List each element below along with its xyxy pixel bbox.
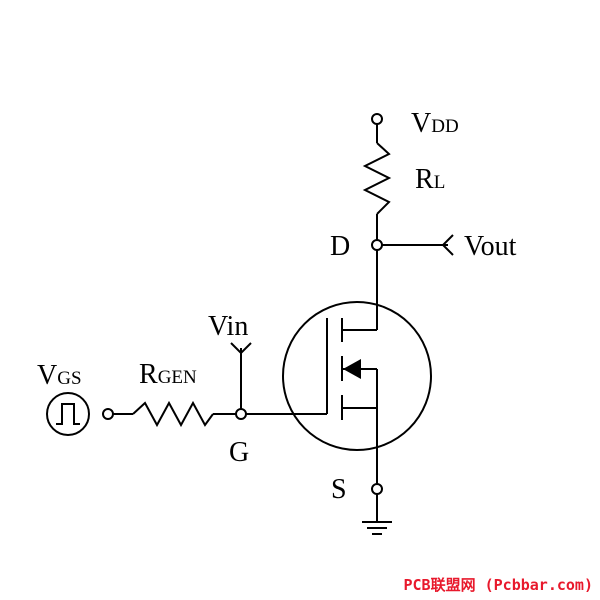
open-arrow-icon bbox=[441, 234, 454, 256]
source-terminal bbox=[371, 483, 383, 495]
drain-node bbox=[371, 239, 383, 251]
gate-resistor bbox=[132, 400, 214, 428]
square-pulse-icon bbox=[46, 392, 90, 436]
load-resistor bbox=[362, 142, 392, 215]
vgs-label: VGS bbox=[37, 360, 82, 391]
source-label: S bbox=[331, 474, 347, 505]
gate-node bbox=[235, 408, 247, 420]
body-arrow-icon bbox=[343, 359, 361, 379]
drain-label: D bbox=[330, 231, 350, 262]
vin-label: Vin bbox=[208, 311, 248, 342]
vout-label: Vout bbox=[464, 231, 517, 262]
vin-arrow-icon bbox=[230, 342, 252, 355]
vdd-terminal bbox=[371, 113, 383, 125]
ground-icon bbox=[362, 521, 392, 535]
rl-label: RL bbox=[415, 164, 445, 195]
vdd-label: VDD bbox=[411, 108, 459, 139]
gate-label: G bbox=[229, 437, 249, 468]
watermark: PCB联盟网 (Pcbbar.com) bbox=[404, 576, 594, 594]
rgen-label: RGEN bbox=[139, 359, 197, 390]
mosfet-envelope bbox=[282, 301, 432, 451]
vgs-terminal bbox=[102, 408, 114, 420]
